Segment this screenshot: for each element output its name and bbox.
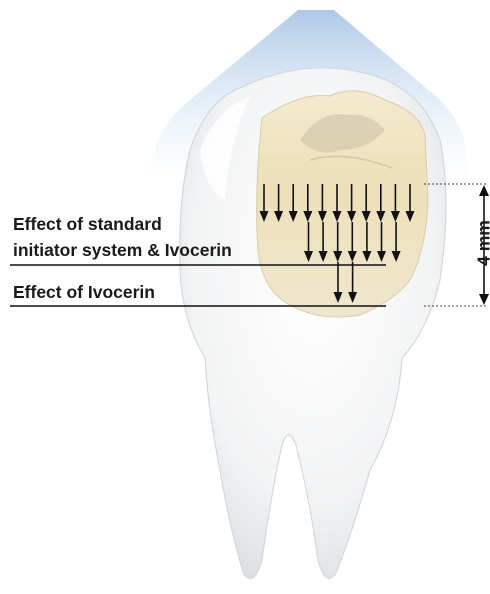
label-depth: 4 mm [475, 220, 490, 266]
label-effect-ivocerin: Effect of Ivocerin [13, 284, 155, 302]
label-effect-standard-line2: initiator system & Ivocerin [13, 242, 232, 260]
label-effect-standard-line1: Effect of standard [13, 216, 162, 234]
depth-arrow-head-bottom [479, 294, 489, 305]
depth-arrow-head-top [479, 185, 489, 196]
